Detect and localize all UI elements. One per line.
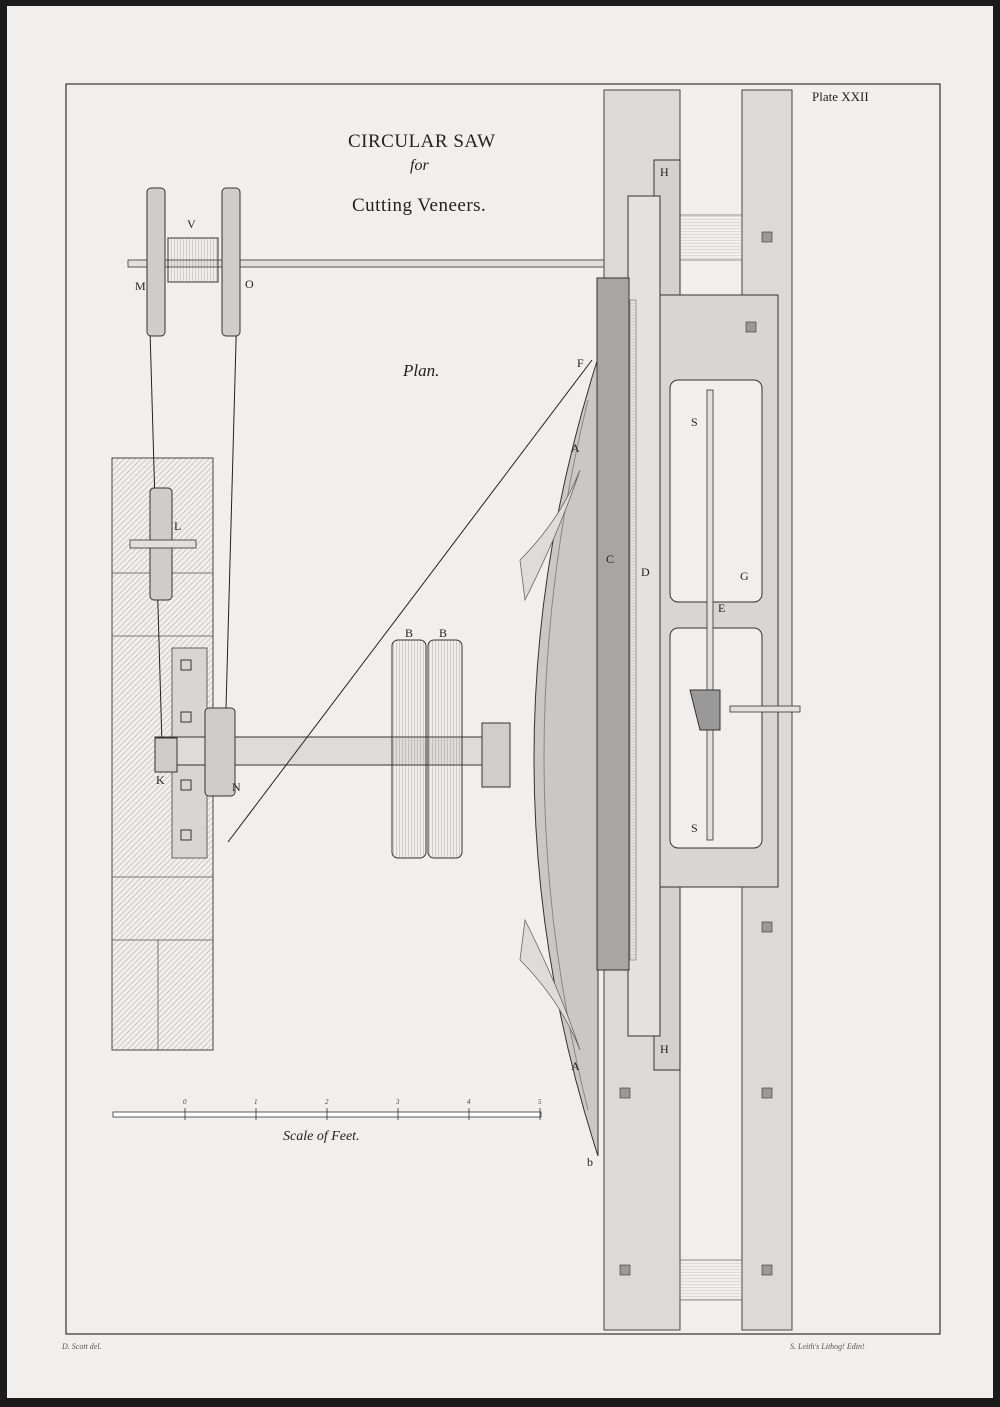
title-line-2: for <box>410 157 429 174</box>
letter-b2: B <box>439 626 448 640</box>
scale-tick-2: 2 <box>325 1098 329 1106</box>
bar-c <box>596 277 630 971</box>
pulley-n <box>204 707 236 797</box>
letter-c: C <box>606 552 615 566</box>
scale-tick-5: 5 <box>538 1098 542 1106</box>
scale-tick-3: 3 <box>396 1098 400 1106</box>
drum-pulley-1 <box>391 639 427 859</box>
view-label: Plan. <box>403 361 440 380</box>
letter-k: K <box>156 773 165 787</box>
letter-s1: S <box>691 415 698 429</box>
letter-l: L <box>174 519 182 533</box>
saw-teeth <box>629 299 637 961</box>
pulley-m <box>146 187 166 337</box>
letter-b1: B <box>405 626 414 640</box>
credit-left: D. Scott del. <box>62 1342 102 1351</box>
plate-border <box>65 83 941 1335</box>
letter-d: D <box>641 565 650 579</box>
letter-v: V <box>187 217 196 231</box>
scale-tick-0: 0 <box>183 1098 187 1106</box>
drum-pulley-2 <box>427 639 463 859</box>
letter-o: O <box>245 277 254 291</box>
gear-v <box>167 237 219 283</box>
credit-right: S. Leith's Lithog! Edin! <box>790 1342 865 1351</box>
scale-tick-1: 1 <box>254 1098 258 1106</box>
letter-m: M <box>135 279 146 293</box>
collar-k <box>154 737 178 773</box>
title-line-1: CIRCULAR SAW <box>348 131 496 152</box>
title-line-3: Cutting Veneers. <box>352 195 487 216</box>
belt-right <box>224 304 238 746</box>
saw-blade <box>533 357 599 1157</box>
letter-s2: S <box>691 821 698 835</box>
pulley-o <box>221 187 241 337</box>
letter-n: N <box>232 780 241 794</box>
letter-b-small: b <box>587 1155 593 1169</box>
plate-number: Plate XXII <box>812 89 869 104</box>
rail-bolts <box>619 231 773 1276</box>
letter-e: E <box>718 601 726 615</box>
shaft-e <box>706 389 714 841</box>
letter-a1: A <box>571 441 580 455</box>
letter-f: F <box>577 356 584 370</box>
letter-h1: H <box>660 165 669 179</box>
letter-h2: H <box>660 1042 669 1056</box>
scale-bar <box>112 1108 542 1120</box>
letter-a2: A <box>571 1059 580 1073</box>
saw-diagonal <box>227 359 593 843</box>
letter-g: G <box>740 569 749 583</box>
saw-hub <box>481 722 511 788</box>
scale-label: Scale of Feet. <box>283 1129 360 1144</box>
scale-tick-4: 4 <box>467 1098 471 1106</box>
